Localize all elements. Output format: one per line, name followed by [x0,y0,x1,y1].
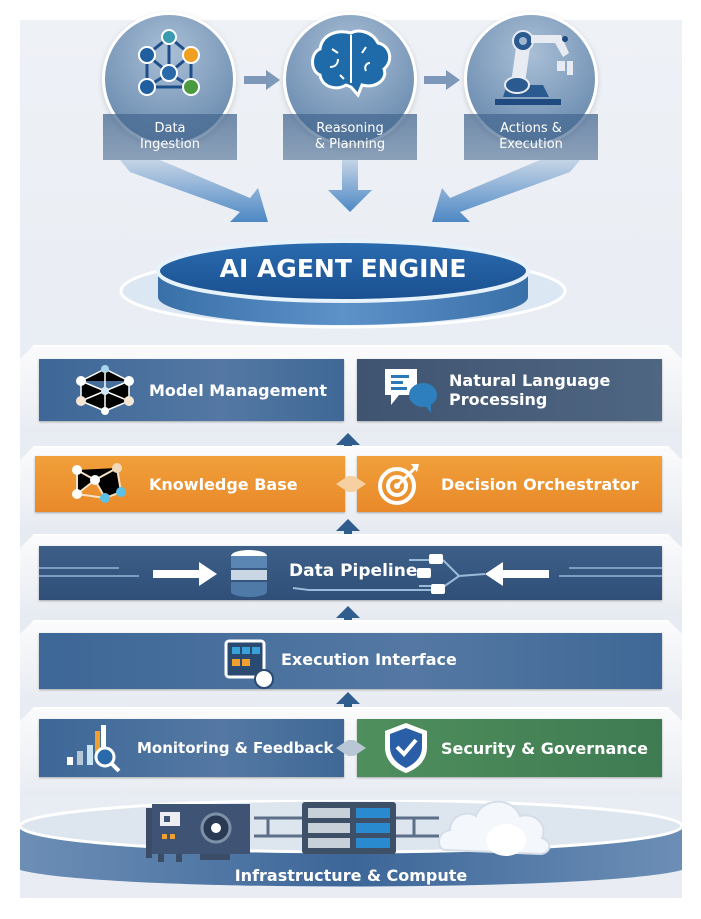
connector-diamond [336,476,366,492]
execution-interface-box[interactable]: Execution Interface [39,633,662,689]
connector-lines [254,816,439,838]
dashboard-icon [224,639,274,689]
security-governance-label: Security & Governance [441,738,649,758]
arrow-up-icon [336,519,360,541]
knowledge-graph-icon [72,463,126,503]
arrow-left-icon [485,562,549,586]
chat-bubbles-icon [385,369,437,413]
neural-network-icon [76,365,134,415]
data-pipeline-box[interactable]: Data Pipeline [39,546,662,600]
nlp-label: Natural Language Processing [449,371,611,409]
server-rack-icon [302,802,396,854]
network-nodes-icon [138,29,200,96]
brain-icon [311,29,392,98]
arrow-right-icon [244,70,280,90]
arrow-up-icon [336,433,360,455]
arrow-right-icon [424,70,460,90]
engine-title: AI AGENT ENGINE [219,254,467,283]
execution-interface-label: Execution Interface [281,650,457,669]
arrow-up-icon [336,692,360,714]
arrow-down-center [328,160,372,212]
knowledge-base-label: Knowledge Base [149,474,298,494]
cloud-icon [438,800,551,856]
server-card-icon [146,804,250,862]
monitoring-feedback-box[interactable]: Monitoring & Feedback [39,719,344,777]
infrastructure-label: Infrastructure & Compute [234,866,468,885]
database-icon [231,550,267,597]
data-pipeline-label: Data Pipeline [289,561,418,581]
model-management-label: Model Management [149,380,328,400]
knowledge-base-box[interactable]: Knowledge Base [35,456,345,512]
connector-diamond [336,740,366,756]
arrow-right-icon [153,562,217,586]
pipeline-flow [39,554,662,594]
security-governance-box[interactable]: Security & Governance [357,719,662,777]
nlp-box[interactable]: Natural Language Processing [357,359,662,421]
converging-arrows [120,160,580,222]
arrow-down-left [120,160,268,222]
ai-agent-engine-platform [119,239,567,329]
shield-check-icon [385,723,427,773]
decision-orchestrator-label: Decision Orchestrator [441,474,639,494]
stage-label-reasoning: Reasoning& Planning [283,114,417,160]
model-management-box[interactable]: Model Management [39,359,344,421]
chart-magnifier-icon [67,725,121,773]
stage-label-actions: Actions &Execution [464,114,598,160]
robot-arm-icon [495,30,573,105]
arrow-down-right [432,160,580,222]
arrow-up-icon [336,606,360,628]
target-icon [378,464,419,505]
monitoring-feedback-label: Monitoring & Feedback [137,739,334,757]
decision-orchestrator-box[interactable]: Decision Orchestrator [357,456,662,512]
